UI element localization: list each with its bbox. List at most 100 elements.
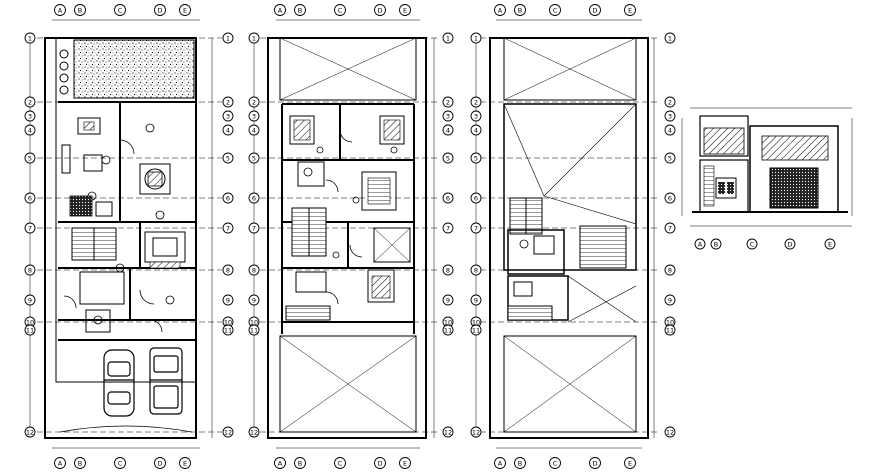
axis-bubble-label: 8 [252, 267, 256, 275]
axis-bubble-label: 2 [474, 99, 478, 107]
axis-bubble-label: 5 [226, 155, 230, 163]
axis-bubble-label: D [377, 7, 382, 15]
axis-bubble: B [294, 457, 306, 469]
axis-bubble-label: D [157, 7, 162, 15]
axis-bubble-label: E [403, 460, 407, 468]
axis-bubble-label: 9 [252, 297, 256, 305]
axis-bubble-label: 6 [28, 195, 32, 203]
axis-bubble: 5 [664, 152, 676, 164]
axis-bubble: E [399, 457, 411, 469]
axis-bubble: D [589, 457, 601, 469]
axis-bubble: 5 [470, 152, 482, 164]
axis-bubble-label: 12 [224, 429, 232, 437]
axis-bubble-label: 9 [28, 297, 32, 305]
axis-bubble: 5 [442, 152, 454, 164]
axis-bubble: 9 [664, 294, 676, 306]
axis-bubble: 5 [24, 152, 36, 164]
axis-bubble-label: 10 [444, 319, 452, 327]
axis-bubble-label: 2 [28, 99, 32, 107]
axis-bubble: C [114, 4, 126, 16]
axis-bubble: 7 [470, 222, 482, 234]
axis-bubble: D [154, 4, 166, 16]
axis-bubble-label: 7 [668, 225, 672, 233]
axis-bubble-label: 7 [226, 225, 230, 233]
axis-bubble: 8 [442, 264, 454, 276]
axis-bubble-label: 9 [226, 297, 230, 305]
axis-bubble: 9 [248, 294, 260, 306]
axis-bubble-label: B [518, 7, 522, 15]
axis-bubble-label: C [118, 7, 123, 15]
axis-bubble-label: 2 [668, 99, 672, 107]
axis-bubble-label: A [278, 460, 283, 468]
axis-bubble-label: 11 [666, 327, 674, 335]
axis-bubble: 1 [470, 32, 482, 44]
axis-bubble-label: C [750, 241, 755, 249]
axis-bubble: 12 [222, 426, 234, 438]
axis-bubble-label: 2 [226, 99, 230, 107]
axis-bubble-label: E [183, 460, 187, 468]
axis-bubble: 12 [442, 426, 454, 438]
axis-bubble: 12 [248, 426, 260, 438]
axis-bubble-label: 1 [28, 35, 32, 43]
axis-bubble: A [274, 457, 286, 469]
axis-bubble: E [624, 457, 636, 469]
axis-bubble-label: 11 [224, 327, 232, 335]
axis-bubble-label: 7 [28, 225, 32, 233]
axis-bubble: 2 [664, 96, 676, 108]
axis-bubble-label: A [498, 460, 503, 468]
axis-bubble: 3 [442, 110, 454, 122]
axis-bubble-label: 12 [666, 429, 674, 437]
axis-bubble-label: 11 [250, 327, 258, 335]
axis-bubble-label: 2 [446, 99, 450, 107]
axis-bubble: B [514, 4, 526, 16]
axis-bubble: 7 [24, 222, 36, 234]
axis-bubble-label: C [553, 460, 558, 468]
axis-bubble: 8 [470, 264, 482, 276]
axis-bubble-label: 3 [474, 113, 478, 121]
axis-bubble-label: 1 [252, 35, 256, 43]
axis-bubble: 7 [222, 222, 234, 234]
axis-bubble-label: 8 [668, 267, 672, 275]
axis-bubble: A [54, 457, 66, 469]
axis-bubble-label: 5 [446, 155, 450, 163]
axis-bubble: A [694, 238, 706, 250]
garden-area [73, 39, 195, 99]
axis-bubble: 6 [470, 192, 482, 204]
axis-bubble: 8 [24, 264, 36, 276]
axis-bubble: 9 [24, 294, 36, 306]
axis-bubble-label: D [592, 460, 597, 468]
axis-bubble: 1 [664, 32, 676, 44]
axis-bubble: 1 [222, 32, 234, 44]
axis-bubble-label: 2 [252, 99, 256, 107]
axis-bubble: 9 [442, 294, 454, 306]
axis-bubble-label: 10 [224, 319, 232, 327]
axis-bubble-label: 8 [474, 267, 478, 275]
axis-bubble: C [334, 457, 346, 469]
axis-bubble-label: 1 [226, 35, 230, 43]
axis-bubble: B [710, 238, 722, 250]
axis-bubble-label: 3 [226, 113, 230, 121]
axis-bubble: 9 [470, 294, 482, 306]
axis-bubble: 8 [664, 264, 676, 276]
axis-bubble-label: D [592, 7, 597, 15]
axis-bubble: E [179, 4, 191, 16]
axis-bubble: A [54, 4, 66, 16]
axis-bubble-label: 9 [474, 297, 478, 305]
axis-bubble: 11 [664, 324, 676, 336]
axis-bubble-label: B [298, 460, 302, 468]
axis-bubble-label: A [278, 7, 283, 15]
axis-bubble-label: 5 [28, 155, 32, 163]
axis-bubble-label: 1 [446, 35, 450, 43]
axis-bubble-label: 1 [474, 35, 478, 43]
axis-bubble: 4 [248, 124, 260, 136]
axis-bubble: 2 [248, 96, 260, 108]
axis-bubble-label: 12 [26, 429, 34, 437]
